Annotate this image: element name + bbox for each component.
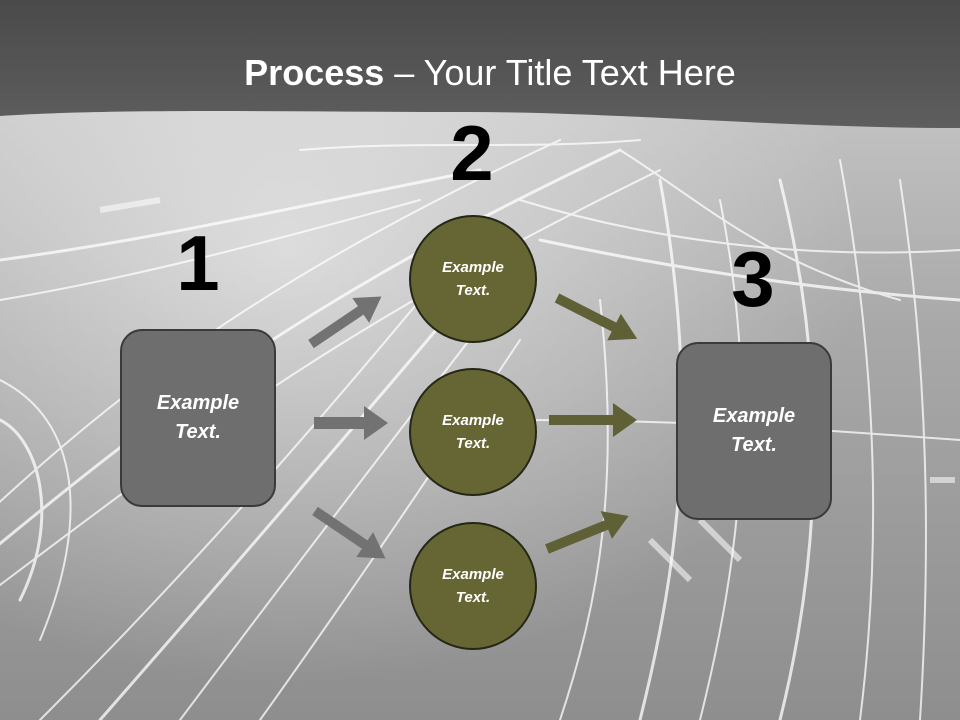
circle-bottom-label: Example Text. (442, 566, 504, 606)
circle-bottom: Example Text. (409, 522, 537, 650)
circle-middle: Example Text. (409, 368, 537, 496)
step-number-2: 2 (450, 109, 494, 197)
title-bold-text: Process (244, 52, 385, 93)
circle-top-label: Example Text. (442, 259, 504, 299)
circle-top: Example Text. (409, 215, 537, 343)
arrow-olive-up-icon (545, 511, 629, 554)
header-band (0, 0, 960, 128)
arrow-olive-right-icon (549, 403, 637, 437)
arrow-gray-down-icon (312, 506, 386, 559)
arrow-olive-down-icon (554, 293, 638, 341)
title-rest-text: – Your Title Text Here (384, 52, 736, 93)
right-box-label: Example Text. (712, 405, 796, 456)
left-text-box: Example Text. (120, 329, 276, 507)
arrow-gray-right-icon (314, 406, 388, 440)
step-number-1: 1 (176, 219, 220, 307)
slide-title: Process – Your Title Text Here (0, 52, 960, 94)
step-number-3: 3 (731, 235, 775, 323)
circle-middle-label: Example Text. (442, 412, 504, 452)
left-box-label: Example Text. (156, 392, 240, 443)
right-text-box: Example Text. (676, 342, 832, 520)
arrow-gray-up-icon (308, 296, 382, 349)
